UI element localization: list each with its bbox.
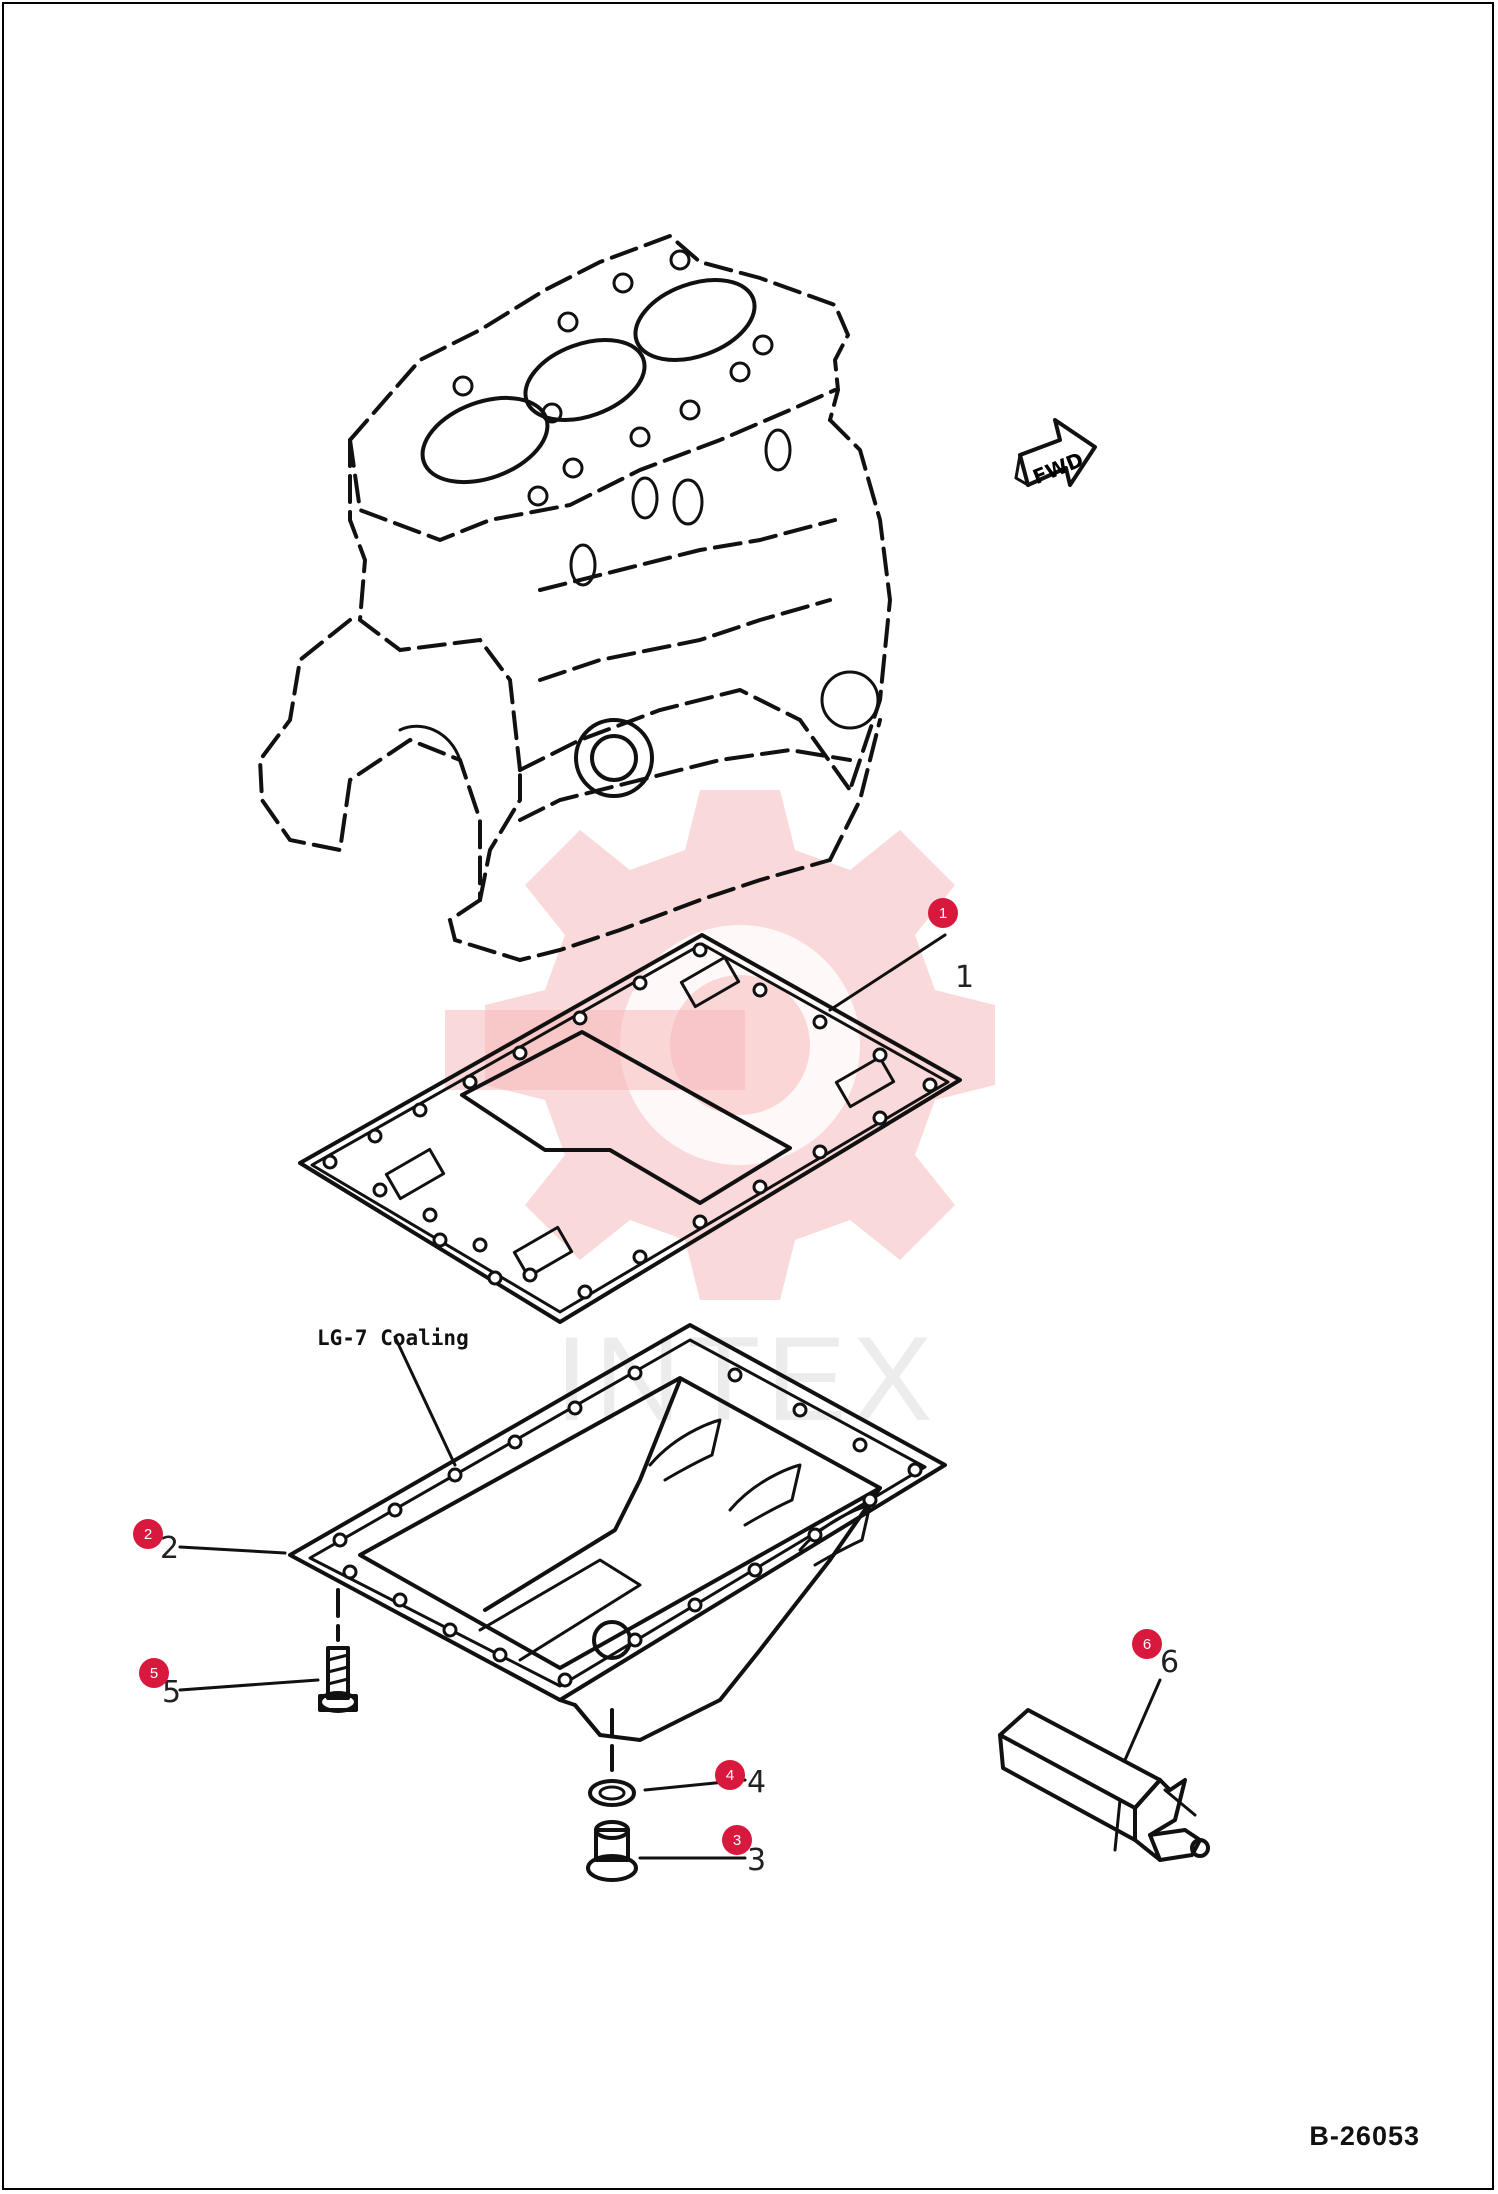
bolt	[318, 1588, 358, 1713]
fwd-arrow-icon: FWD	[1014, 418, 1097, 489]
coating-note: LG-7 Coaling	[317, 1326, 469, 1350]
oil-pan-gasket	[298, 933, 962, 1324]
callout-number-3: 3	[747, 1843, 766, 1878]
callout-badge-1[interactable]: 1	[928, 898, 958, 928]
callout-badge-6[interactable]: 6	[1132, 1629, 1162, 1659]
callout-number-4: 4	[747, 1765, 766, 1800]
washer	[588, 1779, 636, 1807]
oil-pan	[288, 1323, 947, 1742]
callout-number-6: 6	[1160, 1645, 1179, 1680]
oil-strainer	[998, 1708, 1210, 1862]
callout-number-2: 2	[160, 1531, 179, 1566]
callout-badge-2[interactable]: 2	[133, 1519, 163, 1549]
callout-number-1: 1	[955, 960, 974, 995]
cylinder-block	[257, 233, 893, 963]
fwd-label: FWD	[1029, 447, 1087, 489]
callout-number-5: 5	[162, 1675, 181, 1710]
drawing-reference: B-26053	[1309, 2121, 1420, 2151]
callout-badge-4[interactable]: 4	[715, 1760, 745, 1790]
watermark-gear: INTEX	[445, 790, 995, 1446]
note-leader	[393, 1335, 457, 1467]
drain-plug	[586, 1820, 638, 1882]
watermark-text: INTEX	[555, 1312, 938, 1446]
callout-badge-3[interactable]: 3	[722, 1825, 752, 1855]
callout-badge-5[interactable]: 5	[139, 1658, 169, 1688]
